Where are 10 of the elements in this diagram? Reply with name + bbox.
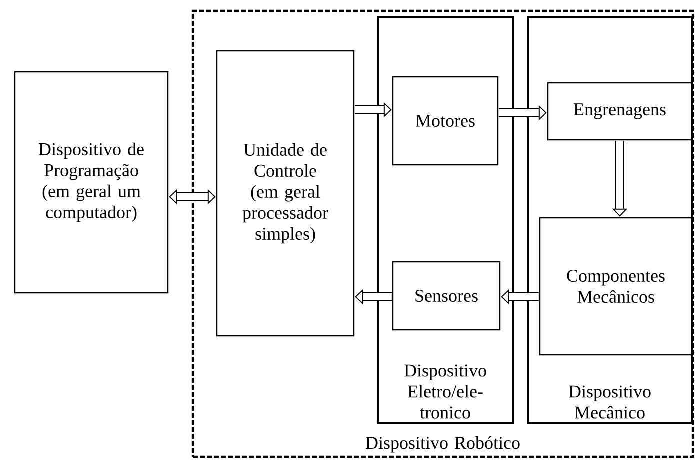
group-label: Dispositivo Mecânico [569,386,651,419]
process-box: Dispositivo de Programação (em geral um computador) [14,71,169,294]
process-box: Componentes Mecânicos [539,217,693,356]
block-arrow [169,189,216,205]
process-box: Engrenagens [547,82,693,141]
group-label: Dispositivo Robótico [366,436,520,453]
process-box: Unidade de Controle (em geral processador simples) [216,50,355,337]
group-label: Dispositivo Eletro/ele-tronico [404,364,486,419]
process-box: Motores [392,76,499,166]
process-box: Sensores [392,261,501,331]
